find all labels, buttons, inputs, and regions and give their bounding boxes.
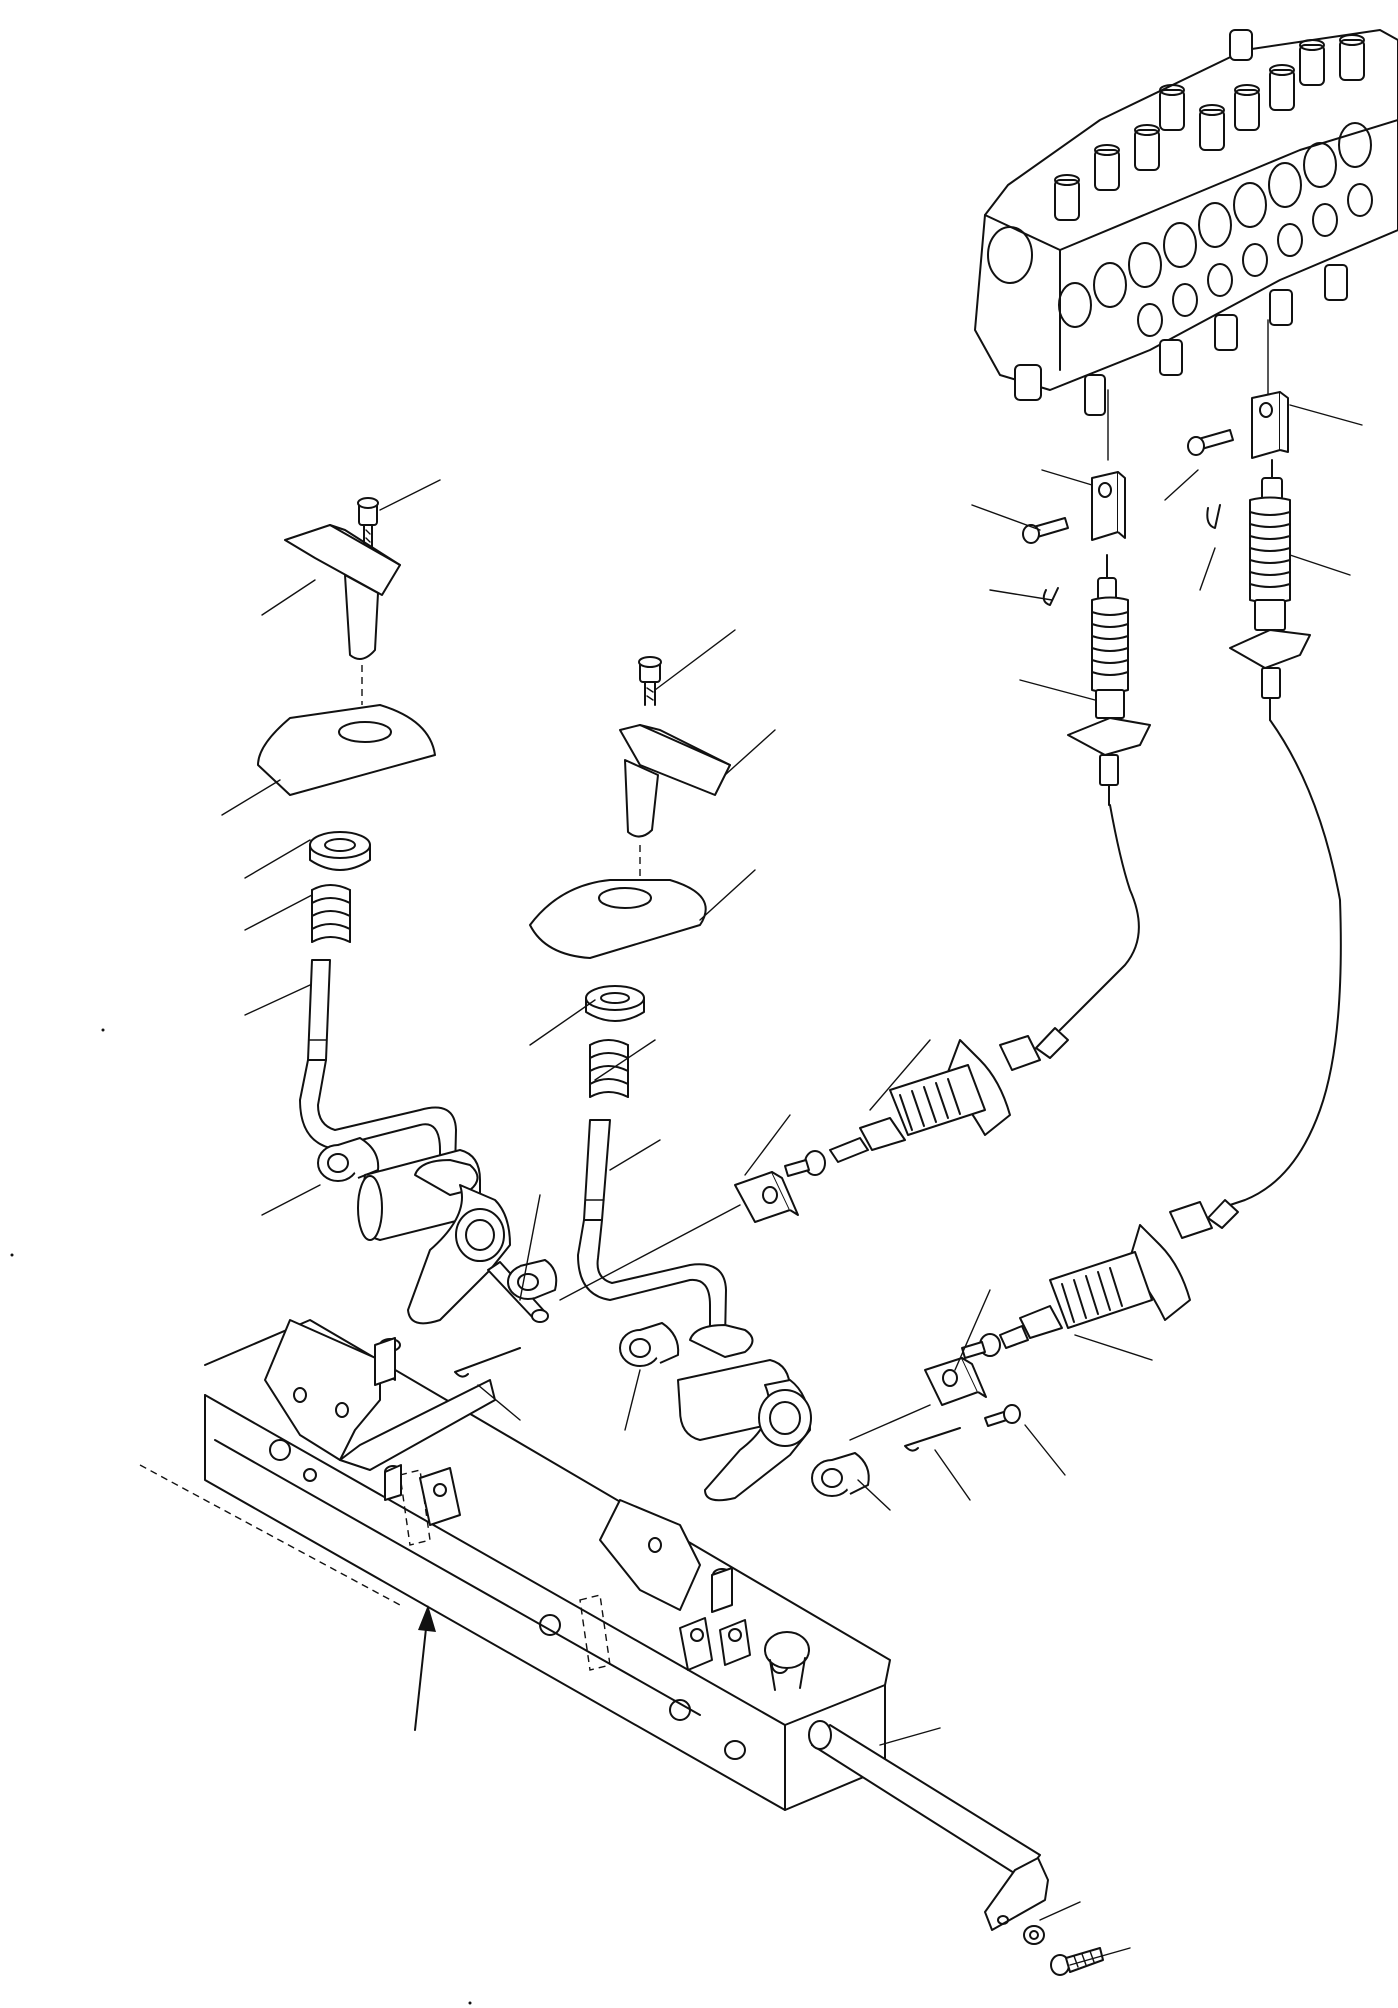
left-cotter-pin (454, 1347, 521, 1378)
right-lower-clevis (924, 1357, 987, 1406)
left-cable-link-line (559, 1204, 741, 1301)
left-clevis-cotter (1042, 587, 1059, 606)
left-pivot-assembly (357, 1149, 549, 1325)
right-boot (529, 879, 707, 959)
stray-dot (468, 2001, 472, 2005)
left-bushing (317, 1137, 380, 1182)
pivot-pin-rod (808, 1720, 1049, 1931)
left-clevis-pin (1022, 517, 1069, 544)
right-cable-link-line (849, 1404, 931, 1441)
control-valve-block (974, 29, 1398, 461)
right-bushing (619, 1322, 680, 1367)
left-seal-ring (309, 831, 371, 871)
right-clevis-cotter (1206, 504, 1221, 529)
right-control-cable (961, 459, 1342, 1359)
leader-lines (221, 404, 1363, 1966)
left-control-cable (784, 554, 1151, 1177)
frame-center-line (139, 1464, 401, 1606)
mounting-frame (204, 1319, 891, 1811)
left-spring (311, 884, 351, 943)
right-pivot-bushing (811, 1452, 870, 1497)
right-lower-cotter (904, 1427, 961, 1452)
left-lever-shaft (299, 959, 457, 1171)
left-boot (257, 704, 436, 796)
right-clevis-pin (1187, 429, 1234, 456)
right-spring (589, 1039, 629, 1098)
washer (1023, 1925, 1045, 1945)
bolt (1050, 1947, 1104, 1976)
left-lower-clevis (734, 1171, 799, 1223)
stray-dot (10, 1253, 14, 1257)
right-seal-ring (585, 985, 645, 1022)
left-pivot-bushing (507, 1259, 558, 1300)
right-cable-clevis (1251, 391, 1289, 459)
right-lever-knob (619, 724, 731, 838)
right-lower-pin (984, 1404, 1021, 1427)
right-knob-screw (638, 656, 662, 706)
left-lever-knob (284, 524, 401, 660)
stray-dot (101, 1028, 105, 1032)
left-cable-clevis (1091, 471, 1126, 541)
right-pivot-assembly (677, 1324, 812, 1502)
right-lever-shaft (577, 1119, 727, 1341)
left-knob-screw (357, 497, 379, 553)
frame-arrow (414, 1605, 436, 1731)
